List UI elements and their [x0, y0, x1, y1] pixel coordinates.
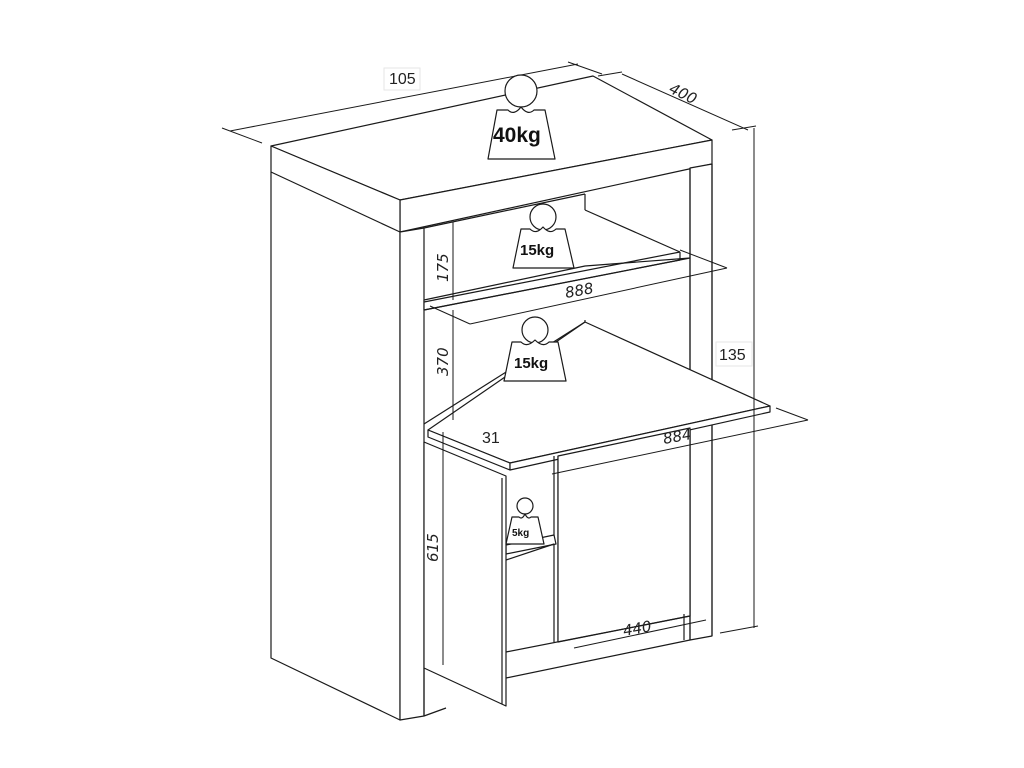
weight-icon-lower-shelf: 5kg: [505, 497, 545, 545]
dim-overall-height: 135: [719, 347, 746, 364]
right-door: [557, 427, 691, 643]
weight-icon-top: 40kg: [487, 74, 556, 160]
load-upper-shelf: 15kg: [520, 242, 554, 259]
dimension-labels: 105 400 135 175 370 615 888 884 31 440: [383, 67, 753, 640]
dim-top-shelf-width: 888: [564, 279, 595, 302]
dim-desk-thickness: 31: [482, 430, 500, 447]
dimension-lines: [221, 61, 809, 665]
weight-icon-desk: 15kg: [503, 316, 567, 382]
dim-overall-width: 105: [389, 71, 416, 88]
left-side-panel: [270, 145, 401, 721]
weight-icon-upper-shelf: 15kg: [512, 203, 575, 269]
dim-depth: 400: [666, 79, 700, 108]
left-door-open: [423, 441, 507, 707]
load-desk: 15kg: [514, 355, 548, 372]
dim-middle-compartment: 370: [434, 347, 452, 376]
load-top: 40kg: [493, 124, 541, 147]
label-bg-width: [383, 67, 421, 91]
dim-lower-compartment: 615: [424, 533, 442, 562]
load-lower-shelf: 5kg: [512, 528, 529, 539]
left-front-edge: [399, 227, 425, 721]
dim-desk-width: 884: [662, 425, 693, 448]
dim-top-compartment: 175: [434, 253, 452, 282]
label-bg-height: [715, 341, 753, 367]
dim-lower-shelf-depth: 440: [622, 617, 653, 640]
cabinet-body: [270, 75, 771, 721]
